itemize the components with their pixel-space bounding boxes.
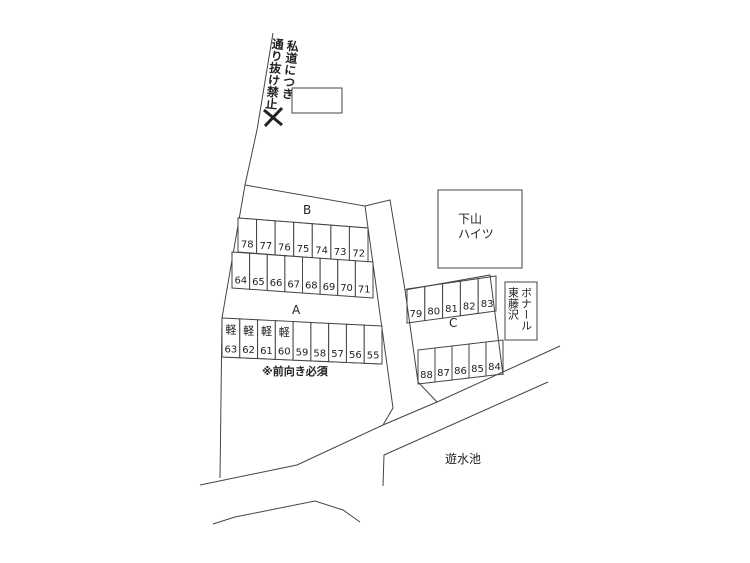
building-shimoyama-line1: 下山 — [458, 212, 482, 226]
stall-number: 73 — [334, 247, 347, 258]
lot-c-outline — [404, 274, 504, 376]
kei-car-label: 軽 — [225, 323, 236, 336]
lower-road-edge — [212, 500, 361, 525]
stall-number: 63 — [225, 344, 238, 355]
kei-car-label: 軽 — [261, 325, 272, 338]
stall-number: 61 — [260, 346, 273, 357]
no-entry-x-icon — [263, 106, 284, 128]
kei-car-label: 軽 — [243, 324, 254, 337]
building-shimoyama-heights — [437, 189, 523, 269]
stall-number: 57 — [331, 349, 344, 360]
stall-number: 65 — [252, 277, 265, 288]
building-bonaru-line2: 東藤沢 — [507, 287, 520, 321]
stall-number: 77 — [259, 241, 272, 252]
stall-number: 82 — [463, 302, 476, 313]
stall-number: 79 — [410, 309, 423, 320]
stall-number: 64 — [234, 276, 247, 287]
stall-number: 84 — [488, 362, 501, 373]
stall-number: 88 — [420, 370, 433, 381]
stall-number: 76 — [278, 243, 291, 254]
kei-car-label: 軽 — [279, 326, 290, 339]
retention-pond-label: 遊水池 — [445, 451, 481, 466]
lot-ab-outline — [244, 184, 394, 426]
stall-number: 87 — [437, 368, 450, 379]
main-road-upper-edge — [199, 345, 561, 486]
stall-number: 78 — [241, 240, 254, 251]
parking-stall-71 — [354, 260, 374, 299]
stall-number: 66 — [270, 278, 283, 289]
lot-a-label: A — [292, 303, 301, 317]
stall-number: 83 — [481, 299, 494, 310]
stall-number: 58 — [313, 348, 326, 359]
building-bonaru — [504, 281, 538, 341]
stall-number: 74 — [315, 245, 328, 256]
small-structure — [291, 87, 343, 114]
stall-number: 62 — [242, 345, 255, 356]
stall-number: 60 — [278, 347, 291, 358]
stall-number: 55 — [367, 351, 380, 362]
stall-number: 71 — [358, 284, 371, 295]
building-shimoyama-line2: ハイツ — [458, 227, 494, 241]
stall-number: 56 — [349, 350, 362, 361]
stall-number: 75 — [297, 244, 310, 255]
stall-number: 80 — [427, 306, 440, 317]
stall-number: 86 — [454, 366, 467, 377]
private-road-notice-line1: 私道につき — [280, 38, 300, 101]
stall-number: 85 — [471, 364, 484, 375]
stall-number: 69 — [323, 282, 336, 293]
front-parking-notice: ※前向き必須 — [262, 364, 329, 378]
parking-stall-55 — [363, 324, 383, 365]
stall-number: 81 — [445, 304, 458, 315]
building-bonaru-line1: ボナール — [520, 287, 533, 331]
stall-number: 72 — [352, 248, 365, 259]
main-road-lower-edge — [382, 381, 549, 487]
stall-number: 68 — [305, 281, 318, 292]
stall-number: 70 — [340, 283, 353, 294]
stall-number: 67 — [287, 279, 300, 290]
lot-c-label: C — [449, 316, 457, 330]
stall-number: 59 — [296, 348, 309, 359]
lot-b-label: B — [303, 203, 311, 217]
